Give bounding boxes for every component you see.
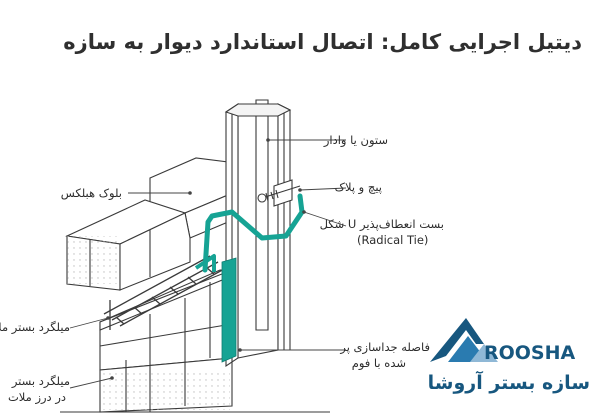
roosha-logo-mark (430, 318, 498, 362)
radical-tie-end (194, 254, 216, 272)
foam-gap-label-line1: فاصله جداسازی پر (340, 340, 430, 354)
radical-tie (202, 193, 305, 273)
column-label: ستون یا وادار (323, 133, 388, 147)
page-title: دیتیل اجرایی کامل: اتصال استاندارد دیوار… (63, 30, 582, 54)
radical-tie-en-label: (Radical Tie) (357, 233, 429, 247)
mortar-mesh-label: میلگرد بستر ملات (0, 320, 70, 334)
logo-brand-latin: ROOSHA (484, 342, 576, 364)
joint-mesh-label-line2: در درز ملات (7, 390, 66, 404)
foam-gap-label-line2: شده با فوم (351, 356, 406, 370)
radical-tie-label: بست انعطاف‌پذیر U شکل (319, 217, 444, 231)
screw-plate-label: پیچ و پلاک (334, 180, 382, 194)
bed-joint-mesh (103, 255, 227, 330)
leader-lines (69, 139, 347, 389)
hebel-block-label: بلوک هبلکس (60, 186, 122, 200)
screw-and-plate (257, 179, 301, 207)
logo-brand-fa: سازه بستر آروشا (427, 372, 590, 394)
leader-dots (106, 138, 306, 380)
front-block-wall (99, 269, 233, 413)
joint-mesh-label-line1: میلگرد بستر (11, 374, 70, 388)
foam-gap (221, 257, 237, 363)
